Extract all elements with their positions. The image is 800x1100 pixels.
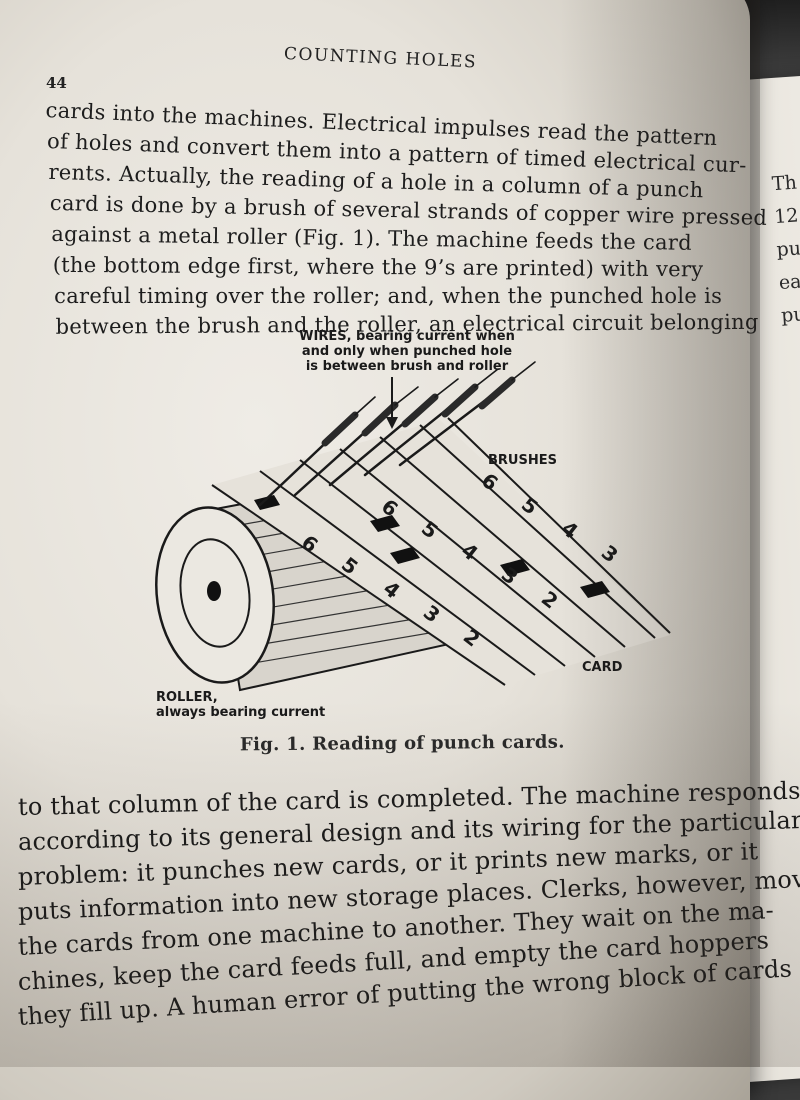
bottom-paragraph: to that column of the card is completed.…: [17, 777, 800, 1035]
card-label: CARD: [582, 660, 623, 675]
wires-label: WIRES, bearing current when and only whe…: [292, 329, 522, 374]
top-paragraph: cards into the machines. Electrical impu…: [45, 62, 776, 342]
brushes: [258, 361, 536, 507]
roller-label-line: ROLLER,: [156, 690, 218, 705]
facing-page-fragment: eac: [778, 269, 800, 294]
wires-label-line: and only when punched hole: [301, 344, 513, 359]
facing-page-fragment: pu: [780, 303, 800, 327]
page-number: 44: [46, 74, 67, 92]
facing-page-fragment: 12: [773, 204, 800, 229]
roller-label: ROLLER, always bearing current: [156, 690, 325, 720]
wires-label-line: is between brush and roller: [305, 359, 509, 374]
card-digit: 3: [597, 540, 623, 567]
facing-page-fragment: Th: [771, 171, 798, 196]
punch-card: 6 5 4 3 2 6 5 4 3 2 6 5 4 3: [211, 417, 671, 686]
facing-page-fragment: pun: [775, 236, 800, 262]
figure-caption: Fig. 1. Reading of punch cards.: [239, 731, 565, 756]
wires-arrow: [386, 377, 398, 429]
punch-card-illustration: 6 5 4 3 2 6 5 4 3 2 6 5 4 3: [155, 361, 671, 692]
punch-card-figure: 6 5 4 3 2 6 5 4 3 2 6 5 4 3: [150, 325, 710, 725]
wires-label-line: WIRES, bearing current when: [299, 329, 515, 344]
brushes-label: BRUSHES: [488, 453, 557, 468]
roller-label-line: always bearing current: [156, 705, 326, 720]
